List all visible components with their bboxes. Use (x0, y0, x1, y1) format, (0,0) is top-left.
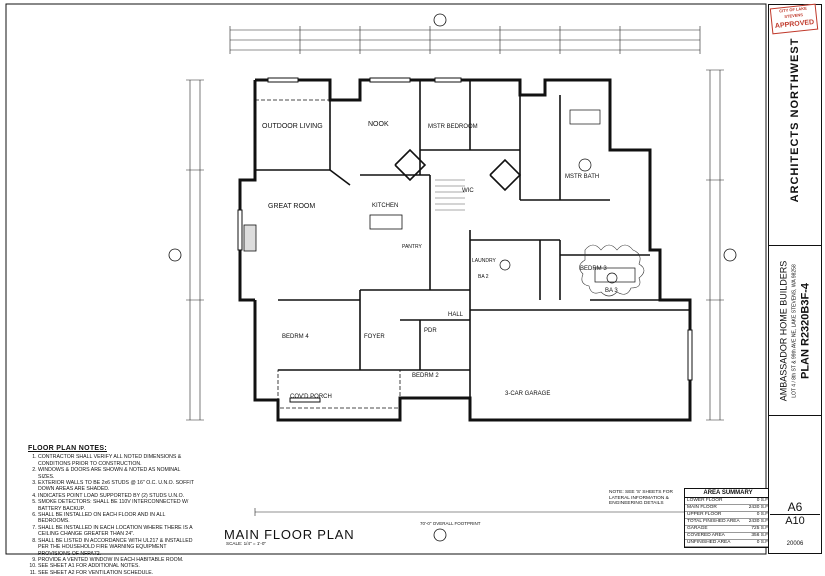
room-label-bedrm2: BEDRM 2 (412, 373, 439, 379)
area-summary-row: TOTAL FINISHED AREA 2430 S.F. (685, 519, 771, 526)
area-label: LOWER FLOOR (687, 498, 723, 503)
note-item: INDICATES POINT LOAD SUPPORTED BY (2) ST… (38, 493, 198, 499)
room-label-porch: COV'D PORCH (290, 394, 332, 400)
sheet-number: A6 (770, 500, 820, 515)
approval-stamp: CITY OF LAKE STEVENS APPROVED (769, 3, 819, 35)
builder-name: AMBASSADOR HOME BUILDERS (778, 260, 789, 401)
fireplace (243, 224, 257, 252)
right-dimensions (706, 69, 724, 421)
exterior-walls (238, 78, 692, 422)
drawing-sheet: OUTDOOR LIVING NOOK MSTR BEDROOM MSTR BA… (0, 0, 825, 560)
firm-name: ARCHITECTS NORTHWEST (789, 37, 801, 203)
job-number: 20006 (786, 541, 804, 547)
room-label-master-bedroom: MSTR BEDROOM (428, 124, 478, 130)
sheet-number-block: A6 A10 20006 (770, 500, 820, 547)
room-label-foyer: FOYER (364, 334, 385, 340)
grid-markers (168, 13, 737, 542)
area-value: 0 S.F. (756, 498, 769, 503)
area-summary-row: UNFINISHED AREA 0 S.F. (685, 540, 771, 547)
room-label-hall: HALL (448, 312, 464, 318)
drawing-title: MAIN FLOOR PLAN (224, 527, 355, 542)
note-item: SEE SHEET A2 FOR VENTILATION SCHEDULE. (38, 570, 198, 576)
floor-plan-notes: FLOOR PLAN NOTES: CONTRACTOR SHALL VERIF… (28, 445, 198, 576)
stair-hatch (435, 179, 465, 211)
note-item: SHALL BE INSTALLED ON EACH FLOOR AND IN … (38, 512, 198, 525)
room-label-wic: WIC (462, 188, 474, 194)
revision-cell (769, 415, 821, 503)
project-cell: AMBASSADOR HOME BUILDERS LOT 4 / 8th ST … (769, 245, 821, 415)
area-summary-row: COVERED AREA 356 S.F. (685, 533, 771, 540)
area-value: 0 S.F. (756, 512, 769, 517)
firm-cell: ARCHITECTS NORTHWEST (769, 38, 821, 203)
revision-cloud (579, 244, 645, 297)
room-label-ba3: BA 3 (605, 288, 618, 294)
lateral-note: NOTE: SEE 'S' SHEETS FOR LATERAL INFORMA… (609, 490, 673, 507)
area-value: 356 S.F. (751, 533, 769, 538)
note-item: CONTRACTOR SHALL VERIFY ALL NOTED DIMENS… (38, 454, 198, 467)
windows (237, 77, 693, 403)
area-value: 725 S.F. (751, 526, 769, 531)
area-summary-row: UPPER FLOOR 0 S.F. (685, 512, 771, 519)
left-dimensions (186, 79, 204, 421)
room-label-nook: NOOK (368, 121, 389, 128)
floor-plan-svg: OUTDOOR LIVING NOOK MSTR BEDROOM MSTR BA… (5, 3, 767, 555)
porch-outline (254, 99, 401, 409)
area-label: TOTAL FINISHED AREA (687, 519, 740, 524)
room-label-master-bath: MSTR BATH (565, 174, 599, 180)
area-summary-heading: AREA SUMMARY (685, 489, 771, 498)
notes-heading: FLOOR PLAN NOTES: (28, 445, 107, 452)
room-label-pdr: PDR (424, 328, 437, 334)
project-info: AMBASSADOR HOME BUILDERS LOT 4 / 8th ST … (779, 260, 812, 401)
angled-walls (329, 148, 522, 192)
bottom-dimensions (254, 508, 691, 516)
room-label-great-room: GREAT ROOM (268, 203, 315, 210)
room-labels: OUTDOOR LIVING NOOK MSTR BEDROOM MSTR BA… (262, 121, 618, 400)
overall-dimension-label: 70'-0" OVERALL FOOTPRINT (420, 521, 481, 526)
sheet-border (5, 3, 767, 555)
area-summary-row: GARAGE 725 S.F. (685, 526, 771, 533)
notes-list: CONTRACTOR SHALL VERIFY ALL NOTED DIMENS… (28, 454, 198, 576)
room-label-bedrm4: BEDRM 4 (282, 334, 309, 340)
area-label: UPPER FLOOR (687, 512, 722, 517)
area-label: UNFINISHED AREA (687, 540, 731, 545)
room-label-pantry: PANTRY (402, 244, 422, 250)
room-label-laundry: LAUNDRY (472, 258, 496, 264)
room-label-kitchen: KITCHEN (372, 203, 398, 209)
room-label-bedrm3: BEDRM 3 (580, 266, 607, 272)
title-block: ARCHITECTS NORTHWEST AMBASSADOR HOME BUI… (768, 4, 822, 554)
note-item: SHALL BE INSTALLED IN EACH LOCATION WHER… (38, 525, 198, 538)
area-value: 2430 S.F. (748, 505, 769, 510)
note-item: SMOKE DETECTORS: SHALL BE 110V INTERCONN… (38, 499, 198, 512)
top-dimensions (229, 26, 701, 54)
area-value: 2430 S.F. (748, 519, 769, 524)
area-label: COVERED AREA (687, 533, 725, 538)
kitchen-island (369, 214, 403, 230)
room-label-ba2: BA 2 (478, 274, 489, 280)
plan-number: PLAN R2320B3F-4 (799, 282, 812, 379)
room-label-outdoor-living: OUTDOOR LIVING (262, 123, 323, 130)
area-summary-row: MAIN FLOOR 2430 S.F. (685, 505, 771, 512)
area-summary-row: LOWER FLOOR 0 S.F. (685, 498, 771, 505)
note-item: SHALL BE LISTED IN ACCORDANCE WITH UL217… (38, 538, 198, 557)
area-value: 0 S.F. (756, 540, 769, 545)
bath-fixtures (499, 109, 636, 284)
room-label-garage: 3-CAR GARAGE (505, 391, 550, 397)
note-item: EXTERIOR WALLS TO BE 2x6 STUDS @ 16" O.C… (38, 480, 198, 493)
area-label: GARAGE (687, 526, 708, 531)
area-label: MAIN FLOOR (687, 505, 717, 510)
note-item: WINDOWS & DOORS ARE SHOWN & NOTED AS NOM… (38, 467, 198, 480)
drawing-scale: SCALE: 1/4" = 1'-0" (226, 541, 267, 546)
sheet-total: A10 (785, 515, 805, 527)
